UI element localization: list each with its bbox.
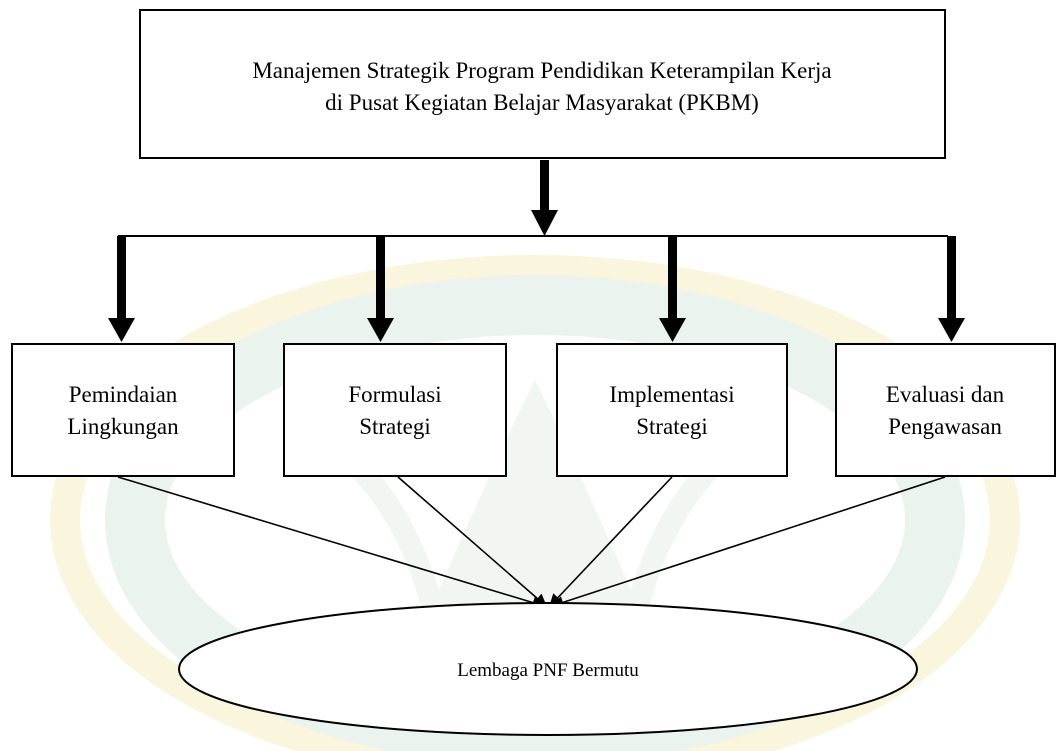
outcome-ellipse — [178, 602, 918, 736]
stage-arrow-4 — [938, 236, 965, 342]
outcome-label: Lembaga PNF Bermutu — [457, 660, 639, 681]
stage-4-line1: Evaluasi dan — [886, 382, 1005, 407]
stage-3-line1: Implementasi — [609, 382, 734, 407]
stage-1-line2: Lingkungan — [67, 414, 179, 439]
stage-3-line2: Strategi — [636, 414, 708, 439]
root-title-line1: Manajemen Strategik Program Pendidikan K… — [252, 58, 831, 83]
stage-arrow-2 — [367, 236, 394, 342]
converge-arrow-2 — [397, 476, 547, 607]
stage-1-line1: Pemindaian — [69, 382, 178, 407]
stage-2-line2: Strategi — [359, 414, 431, 439]
stage-arrow-1 — [108, 236, 135, 342]
stage-box-1 — [11, 343, 235, 477]
stage-4-line2: Pengawasan — [888, 414, 1002, 439]
stage-box-4 — [835, 343, 1056, 477]
converge-arrow-3 — [549, 476, 673, 607]
stage-box-3 — [556, 343, 788, 477]
stage-arrow-3 — [659, 236, 686, 342]
root-box — [139, 9, 946, 159]
root-title-line2: di Pusat Kegiatan Belajar Masyarakat (PK… — [325, 90, 759, 115]
stage-box-2 — [283, 343, 507, 477]
converge-arrow-4 — [550, 476, 946, 609]
converge-arrow-1 — [117, 476, 546, 609]
root-down-arrow — [531, 160, 558, 236]
stage-2-line1: Formulasi — [348, 382, 441, 407]
